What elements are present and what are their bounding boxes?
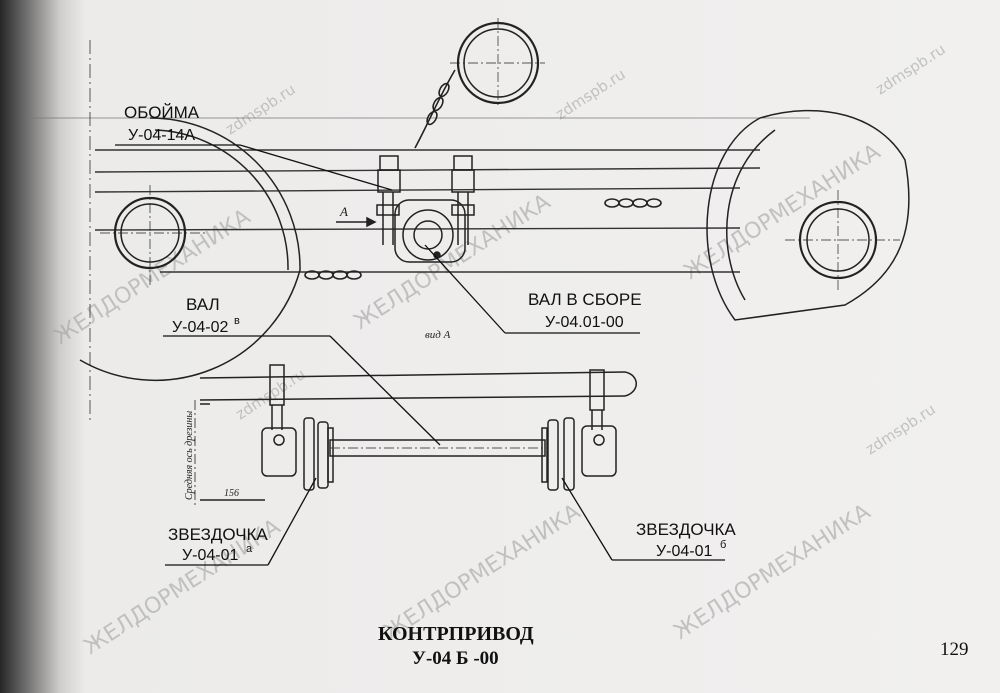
page-number: 129 (940, 639, 969, 660)
label-star-left-title: ЗВЕЗДОЧКА (168, 525, 268, 544)
shaft-assembly-section (194, 364, 637, 505)
label-val-title: ВАЛ (186, 295, 220, 314)
frame-lines (30, 40, 810, 420)
label-oboima-title: ОБОЙМА (124, 103, 200, 122)
label-star-right-code: У-04-01 (656, 543, 713, 560)
view-arrow-label: А (339, 204, 348, 219)
chain-segments (304, 69, 662, 280)
watermark-site: zdmspb.ru (222, 80, 298, 138)
label-val-assembly-code: У-04.01-00 (545, 314, 624, 331)
label-val-code: У-04-02 (172, 319, 229, 336)
watermark-site: zdmspb.ru (552, 65, 628, 123)
watermark-site: zdmspb.ru (872, 40, 948, 98)
watermark-site: zdmspb.ru (862, 400, 938, 458)
drawing-title: КОНТРПРИВОД (378, 623, 534, 645)
leader-lines (115, 144, 725, 566)
left-wheel (79, 117, 301, 382)
label-val-assembly-title: ВАЛ В СБОРЕ (528, 290, 642, 309)
label-star-right-sup: б (720, 539, 726, 551)
dimension-label: 156 (224, 488, 239, 499)
label-star-left-code: У-04-01 (182, 547, 239, 564)
label-val-code-sup: в (234, 315, 240, 327)
view-label: вид А (425, 329, 451, 341)
label-star-right-title: ЗВЕЗДОЧКА (636, 520, 736, 539)
label-star-left-sup: а (246, 543, 253, 555)
top-circle (450, 18, 545, 108)
right-wheel (706, 109, 910, 321)
drawing-code: У-04 Б -00 (412, 648, 499, 669)
axis-label: Средняя ось дрезины (184, 411, 195, 500)
label-oboima-code: У-04-14А (128, 127, 195, 144)
